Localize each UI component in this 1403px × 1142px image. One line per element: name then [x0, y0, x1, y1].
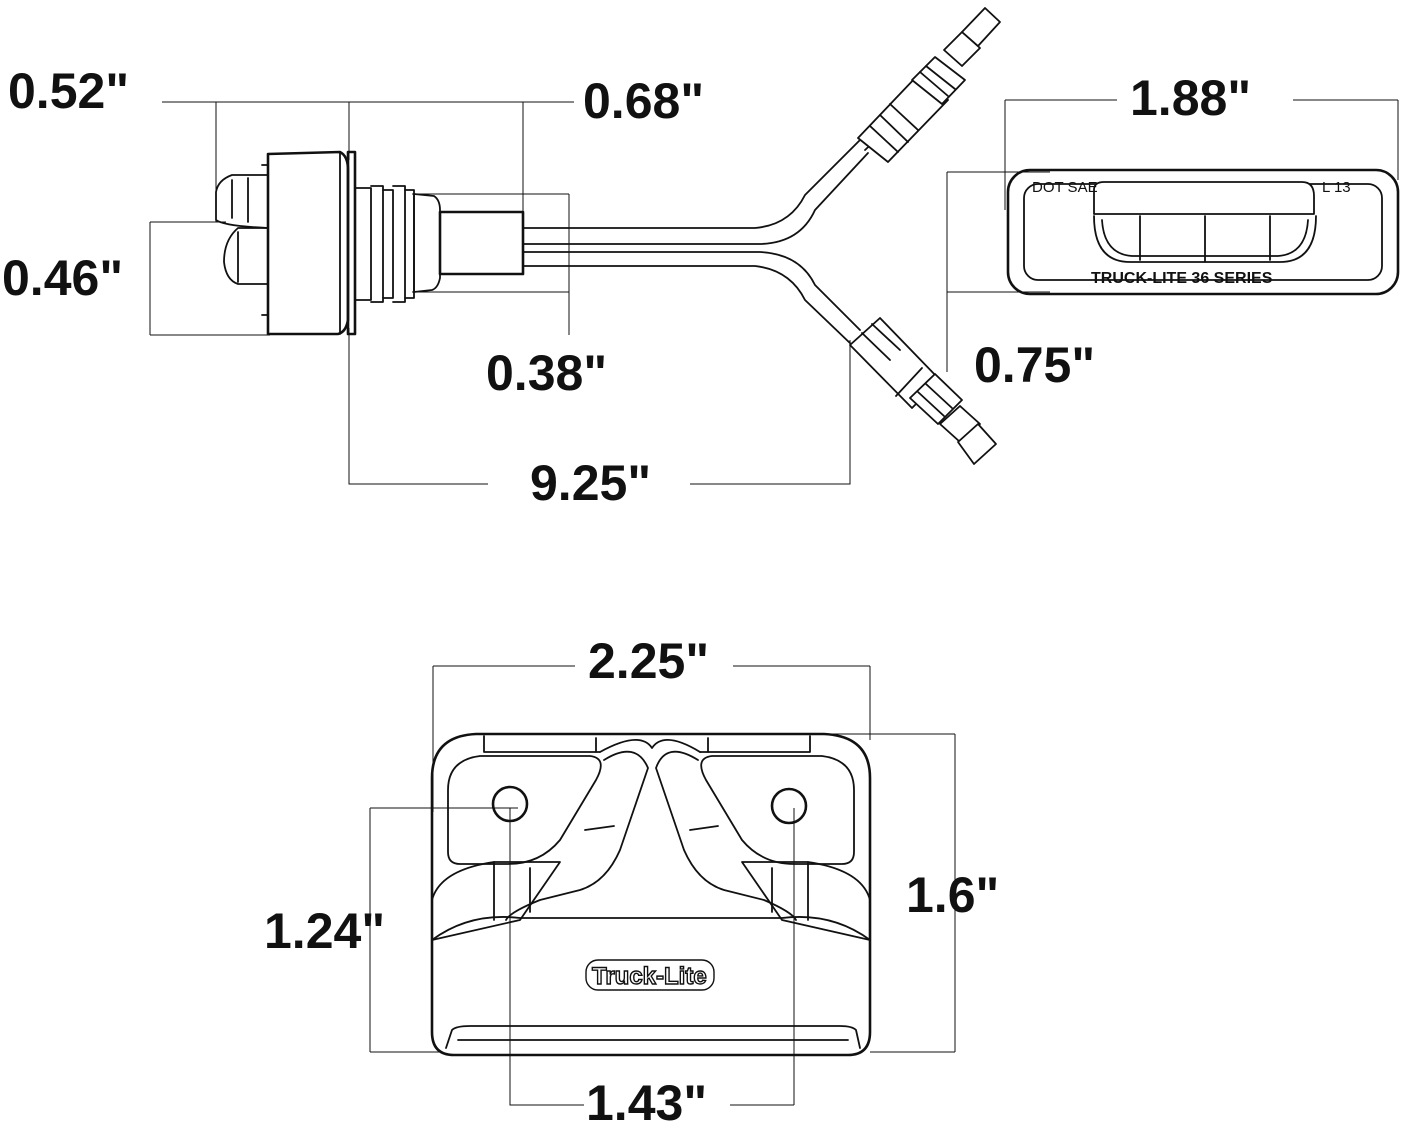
dim-label-1-24: 1.24" — [264, 903, 385, 959]
lens-dome — [215, 174, 269, 229]
dim-line-1-6 — [825, 733, 956, 1053]
grommet — [354, 185, 441, 303]
dim-line-1-43 — [509, 808, 795, 1106]
base-housing — [430, 732, 872, 1057]
dim-line-1-24 — [369, 807, 518, 1053]
dim-line-0-52 — [162, 101, 350, 222]
upper-bullet-connector — [857, 7, 1001, 163]
marking-dot-sae: DOT SAE — [1032, 179, 1098, 196]
dim-label-0-68: 0.68" — [583, 73, 704, 129]
bottom-lip — [445, 1025, 861, 1049]
front-view: DOT SAE L 13 TRUCK-LITE 36 SERIES 1.88" … — [946, 70, 1400, 393]
dim-label-1-43: 1.43" — [586, 1075, 707, 1131]
right-mounting-hole — [770, 787, 808, 825]
right-mount-pocket — [700, 755, 855, 865]
lamp-face-outer — [1006, 168, 1400, 296]
marking-series: TRUCK-LITE 36 SERIES — [1091, 270, 1273, 287]
wire-channel — [599, 739, 701, 753]
lower-bullet-connector — [849, 317, 997, 465]
dim-line-0-46 — [149, 221, 270, 336]
dim-label-0-46: 0.46" — [2, 250, 123, 306]
side-view: 0.52" 0.68" 0.46" 0.38" 9.25" — [2, 7, 1001, 511]
dim-label-1-88: 1.88" — [1130, 70, 1251, 126]
dim-line-0-38 — [412, 193, 570, 335]
dim-line-9-25 — [348, 328, 851, 485]
connector-barrel — [438, 210, 525, 276]
top-view: Truck-Lite 2.25" 1.6" 1.24" 1.43" — [264, 633, 999, 1131]
left-mounting-hole — [491, 785, 529, 823]
dim-line-1-88 — [1004, 99, 1399, 210]
dim-line-0-75 — [946, 171, 1050, 372]
lens-window — [1093, 181, 1315, 215]
dim-label-2-25: 2.25" — [588, 633, 709, 689]
dim-label-0-52: 0.52" — [8, 63, 129, 119]
left-mount-pocket — [447, 755, 602, 865]
marking-l13: L 13 — [1322, 179, 1351, 196]
mounting-flange — [346, 150, 357, 336]
dim-label-1-6: 1.6" — [906, 867, 999, 923]
logo-lettering: Truck-Lite — [592, 963, 707, 990]
dim-line-2-25 — [432, 665, 871, 812]
dim-label-0-75: 0.75" — [974, 337, 1095, 393]
dim-label-9-25: 9.25" — [530, 455, 651, 511]
lens-lower — [223, 227, 269, 285]
dim-label-0-38: 0.38" — [486, 345, 607, 401]
housing-body — [266, 150, 350, 336]
truck-lite-logo: Truck-Lite — [585, 959, 715, 991]
